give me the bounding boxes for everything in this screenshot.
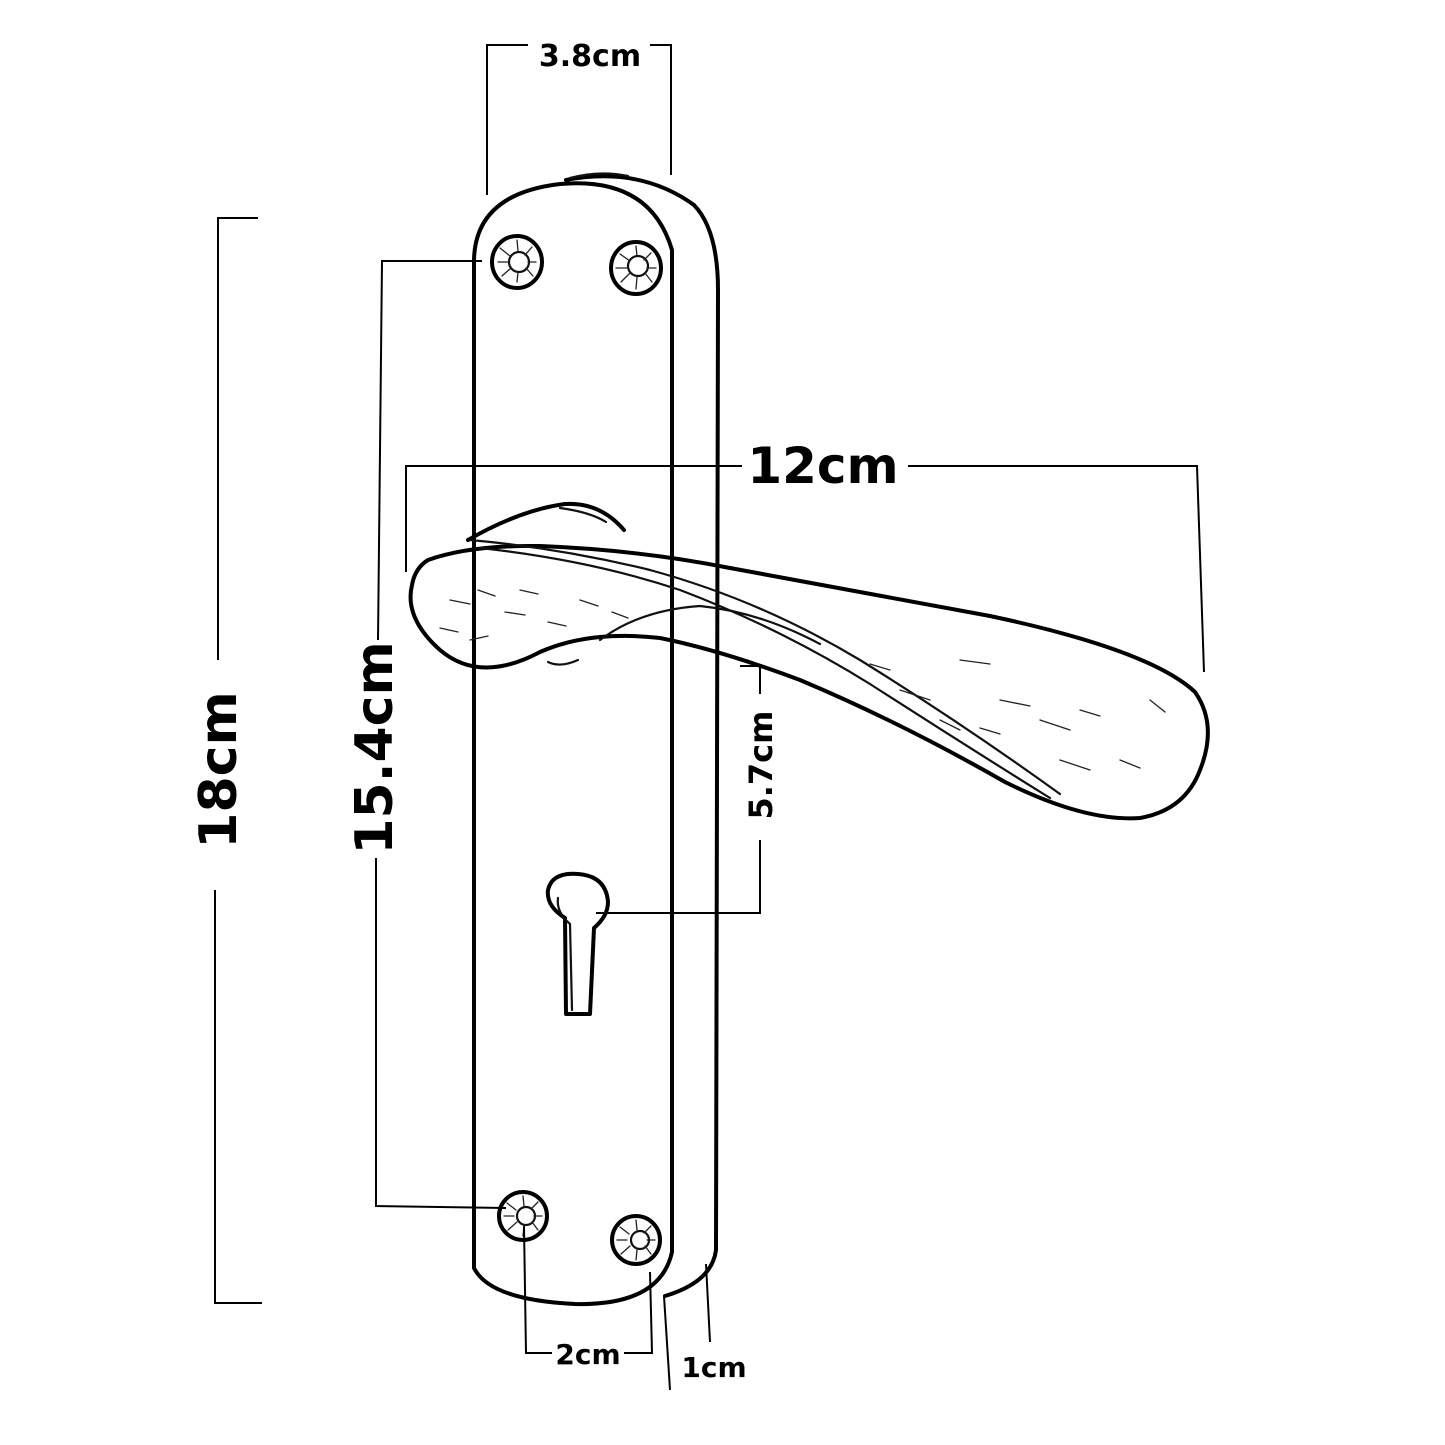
dim-lever-to-keyhole: [596, 665, 761, 914]
lever-shading: [439, 589, 1166, 771]
plate-thickness-label: 1cm: [681, 1351, 746, 1384]
screw-top-right: [609, 240, 663, 296]
backplate-front-outline: [472, 181, 674, 1307]
backplate-side-inner: [568, 172, 630, 180]
lever-rose-top: [466, 501, 626, 542]
lever-outline: [408, 543, 1210, 821]
screw-bottom-left: [497, 1190, 549, 1242]
backplate-side-outline: [564, 174, 720, 1298]
keyhole-outline: [545, 871, 610, 1016]
bottom-screw-spacing-label: 2cm: [555, 1338, 620, 1371]
dim-lever-length: [405, 465, 1205, 673]
lever-length-label: 12cm: [747, 437, 898, 495]
dim-bottom-screw-spacing: [523, 1225, 654, 1354]
keyhole: [545, 871, 610, 1016]
screw-spacing-label: 15.4cm: [345, 641, 405, 854]
total-height-label: 18cm: [189, 691, 249, 848]
screw-bottom-right: [610, 1214, 662, 1266]
dim-plate-width: [486, 44, 672, 195]
lever-ridge-2: [478, 546, 1052, 800]
lever-ridge-3: [598, 604, 822, 646]
lever-handle: [408, 501, 1210, 821]
lever-ridge-1: [468, 538, 1062, 796]
backplate: [472, 172, 720, 1307]
lever-to-keyhole-label: 5.7cm: [742, 711, 780, 820]
dim-screw-spacing: [375, 260, 507, 1209]
plate-width-label: 3.8cm: [539, 39, 641, 74]
dim-total-height: [214, 217, 262, 1304]
dim-plate-thickness: [663, 1263, 711, 1391]
screw-top-left: [490, 234, 544, 290]
